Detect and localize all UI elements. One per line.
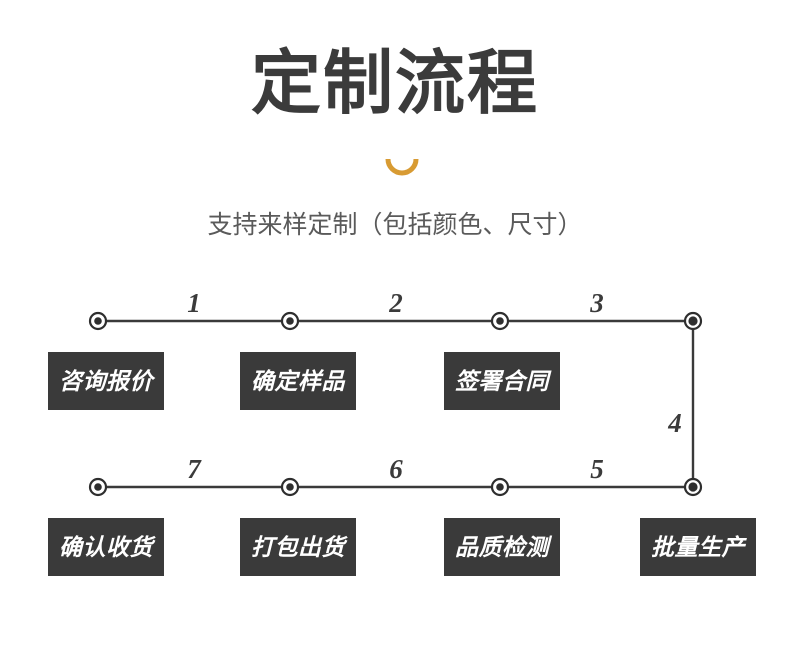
step-number-5: 5 xyxy=(590,454,604,484)
step-box-label: 签署合同 xyxy=(455,367,549,394)
step-box-mass-production[interactable]: 批量生产 xyxy=(640,518,756,576)
step-box-label: 确定样品 xyxy=(251,367,345,394)
arc-divider-icon xyxy=(384,155,420,185)
step-box-sign-contract[interactable]: 签署合同 xyxy=(444,352,560,410)
step-box-label: 批量生产 xyxy=(651,533,745,560)
step-box-label: 打包出货 xyxy=(251,533,345,560)
step-box-label: 确认收货 xyxy=(59,533,153,560)
step-number-1: 1 xyxy=(187,288,201,318)
page-title: 定制流程 xyxy=(251,44,539,122)
step-number-2: 2 xyxy=(389,288,403,318)
step-box-confirm-receipt[interactable]: 确认收货 xyxy=(48,518,164,576)
step-box-quality-inspection[interactable]: 品质检测 xyxy=(444,518,560,576)
step-number-7: 7 xyxy=(187,454,201,484)
step-number-4: 4 xyxy=(668,408,682,438)
step-box-confirm-sample[interactable]: 确定样品 xyxy=(240,352,356,410)
step-box-label: 咨询报价 xyxy=(59,367,153,394)
step-box-label: 品质检测 xyxy=(455,533,549,560)
step-number-6: 6 xyxy=(389,454,403,484)
step-number-3: 3 xyxy=(590,288,604,318)
step-box-pack-ship[interactable]: 打包出货 xyxy=(240,518,356,576)
step-box-consult-quote[interactable]: 咨询报价 xyxy=(48,352,164,410)
page-subtitle: 支持来样定制（包括颜色、尺寸） xyxy=(207,211,583,239)
